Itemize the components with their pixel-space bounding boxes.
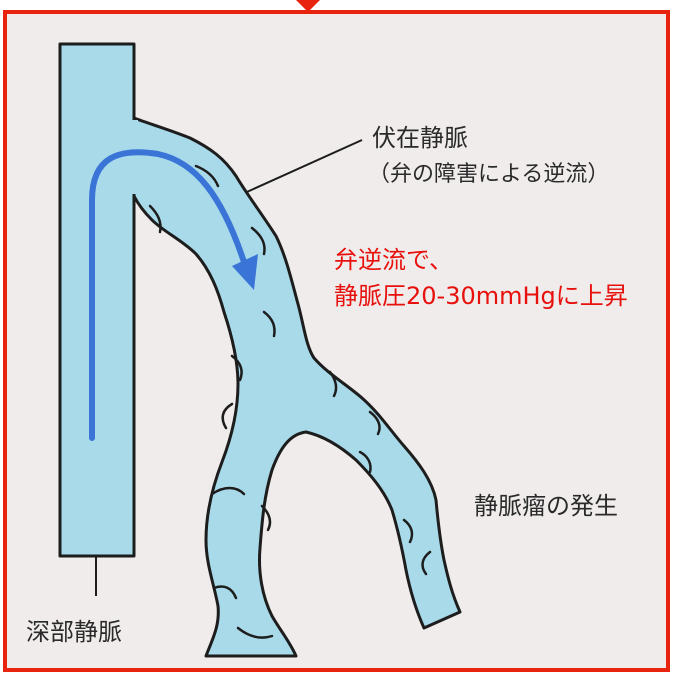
reflux-flow-arrow: [89, 149, 247, 441]
reflux-arrowhead: [232, 254, 258, 290]
reflux-annotation-line1: 弁逆流で、: [334, 246, 454, 274]
deep-vein-label: 深部静脈: [26, 618, 122, 646]
top-pointer: [296, 0, 320, 12]
reflux-annotation-line2: 静脈圧20-30mmHgに上昇: [334, 282, 628, 310]
saphenous-note-label: （弁の障害による逆流）: [368, 162, 610, 187]
saphenous-vein-body: [132, 116, 462, 658]
varix-label: 静脈瘤の発生: [474, 492, 618, 520]
saphenous-vein-label: 伏在静脈: [372, 124, 468, 152]
saphenous-leader-line: [237, 139, 363, 197]
junction-patch: [128, 120, 138, 194]
deep-vein: [58, 42, 136, 558]
vein-wrinkles: [148, 164, 432, 639]
